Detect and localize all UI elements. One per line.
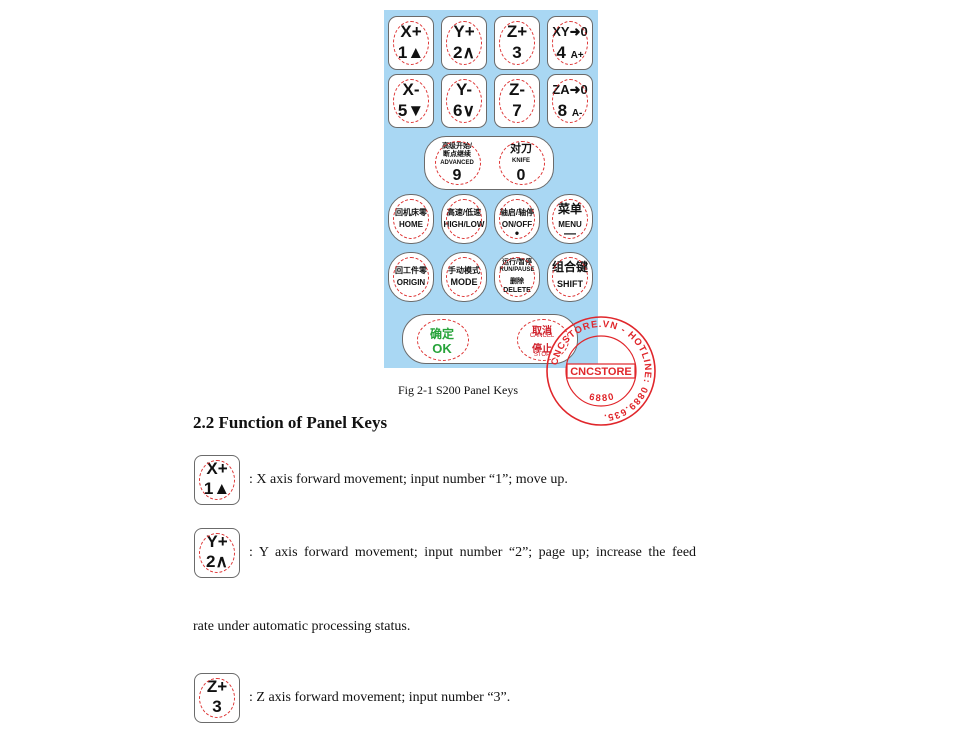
key-label-top: Y+ (453, 22, 475, 41)
key-advanced-knife: 高级开始/ 断点继续 ADVANCED 9 对刀 KNIFE 0 (424, 136, 554, 190)
key-run-pause: 运行/暂停 RUN/PAUSE 删除 DELETE (494, 252, 540, 302)
key-zh-label: 高速/低速 (446, 208, 482, 217)
key-zh-label: 回工件零 (395, 266, 427, 275)
key-zh-label: 轴启/轴停 (499, 208, 535, 217)
key-mode: 手动模式 MODE (441, 252, 487, 302)
key-number: 9 (452, 167, 462, 184)
stamp-brand-box (566, 363, 636, 379)
key-zh-label: 断点继续 (443, 151, 471, 158)
key-zh-label: 对刀 (510, 143, 532, 155)
dash-icon: — (564, 226, 576, 240)
key-en-label: ON/OFF (501, 220, 533, 229)
key-y-minus: Y- 6∨ (441, 74, 487, 128)
figure-caption: Fig 2-1 S200 Panel Keys (398, 383, 518, 397)
key-icon-x-plus: X+ 1▲ (194, 455, 240, 505)
key-en-label: SHIFT (557, 279, 583, 289)
stamp-inner-ring (565, 335, 637, 407)
key-description: : X axis forward movement; input number … (249, 472, 568, 487)
cancel-zh-label: 取消 (532, 326, 552, 337)
key-label-bottom: 6∨ (453, 101, 475, 120)
key-en-label: MODE (450, 277, 478, 287)
key-label-bottom: 3 (212, 697, 222, 716)
key-sub-label: A+ (570, 50, 584, 61)
key-high-low: 高速/低速 HIGH/LOW (441, 194, 487, 244)
key-label-bottom: 4 A+ (548, 44, 592, 64)
key-z-minus: Z- 7 (494, 74, 540, 128)
key-on-off: 轴启/轴停 ON/OFF • (494, 194, 540, 244)
key-menu: 菜单 MENU — (547, 194, 593, 244)
key-label-top: X+ (400, 22, 422, 41)
key-advanced-half: 高级开始/ 断点继续 ADVANCED 9 (425, 137, 489, 189)
key-label-top: X+ (206, 459, 228, 478)
key-label-top: X- (402, 80, 420, 99)
stop-zh-label: 停止 (532, 344, 552, 355)
key-label-top: XY➜0 (552, 24, 588, 39)
key-number: 8 (557, 101, 568, 120)
cancel-en-label: CANCEL (529, 333, 555, 339)
key-en-label: ORIGIN (396, 278, 426, 287)
key-en-label: MENU (558, 220, 582, 229)
key-zh-label: 回机床零 (395, 208, 427, 217)
key-label-top: Y+ (206, 532, 228, 551)
key-label-top: Z- (508, 80, 526, 99)
key-label-bottom: 7 (512, 101, 522, 120)
ok-en-label: OK (432, 341, 452, 356)
key-label-bottom: 5▼ (397, 101, 425, 120)
key-label-bottom: 1▲ (203, 479, 231, 498)
cncstore-watermark-stamp: CNCSTORE.VN - HOTLINE: 0889.635. 6880 CN… (546, 316, 656, 426)
key-number: 0 (516, 167, 526, 184)
key-label-top: Z+ (206, 677, 228, 696)
key-home: 回机床零 HOME (388, 194, 434, 244)
key-en-label: HOME (399, 220, 423, 229)
key-zh-label: 菜单 (557, 202, 582, 216)
key-zh-label: 运行/暂停 (502, 259, 532, 266)
key-knife-half: 对刀 KNIFE 0 (489, 137, 553, 189)
key-en-label: ADVANCED (440, 160, 474, 166)
key-en-label-2: DELETE (503, 287, 531, 294)
cancel-ring (517, 319, 569, 361)
key-label-top: ZA➜0 (552, 82, 588, 97)
ok-ring (417, 319, 469, 361)
key-label-top: Z+ (506, 22, 528, 41)
key-y-plus: Y+ 2∧ (441, 16, 487, 70)
key-en-label: RUN/PAUSE (499, 267, 535, 273)
key-description: : Y axis forward movement; input number … (249, 545, 697, 560)
key-label-bottom: 8 A- (548, 102, 592, 122)
key-label-bottom: 2∧ (453, 43, 475, 62)
key-icon-y-plus: Y+ 2∧ (194, 528, 240, 578)
stamp-outer-ring (546, 316, 656, 426)
key-zh-label: 高级开始/ (442, 143, 472, 150)
key-number: 4 (556, 43, 566, 62)
section-heading: 2.2 Function of Panel Keys (193, 413, 388, 432)
dot-icon: • (514, 226, 520, 240)
key-zh-label-2: 删除 (510, 278, 524, 285)
stamp-brand-text: CNCSTORE (570, 366, 632, 378)
key-en-label: HIGH/LOW (443, 220, 485, 229)
key-sub-label: A- (571, 108, 583, 119)
key-en-label: KNIFE (512, 158, 530, 164)
key-shift: 组合键 SHIFT (547, 252, 593, 302)
key-x-minus: X- 5▼ (388, 74, 434, 128)
key-description: : Z axis forward movement; input number … (249, 690, 511, 705)
key-label-bottom: 1▲ (397, 43, 425, 62)
ok-zh-label: 确定 (429, 327, 454, 341)
key-xy-zero: XY➜0 4 A+ (547, 16, 593, 70)
key-z-plus: Z+ 3 (494, 16, 540, 70)
key-label-bottom: 2∧ (206, 552, 228, 571)
key-origin: 回工件零 ORIGIN (388, 252, 434, 302)
key-icon-z-plus: Z+ 3 (194, 673, 240, 723)
key-label-top: Y- (455, 80, 473, 99)
key-x-plus: X+ 1▲ (388, 16, 434, 70)
key-zh-label: 组合键 (551, 260, 588, 274)
key-zh-label: 手动模式 (448, 266, 480, 275)
stamp-ring-text-bottom: 6880 (588, 391, 616, 404)
key-za-zero: ZA➜0 8 A- (547, 74, 593, 128)
stop-en-label: STOP (533, 352, 551, 358)
key-description-continued: rate under automatic processing status. (193, 619, 411, 634)
key-label-bottom: 3 (512, 43, 522, 62)
